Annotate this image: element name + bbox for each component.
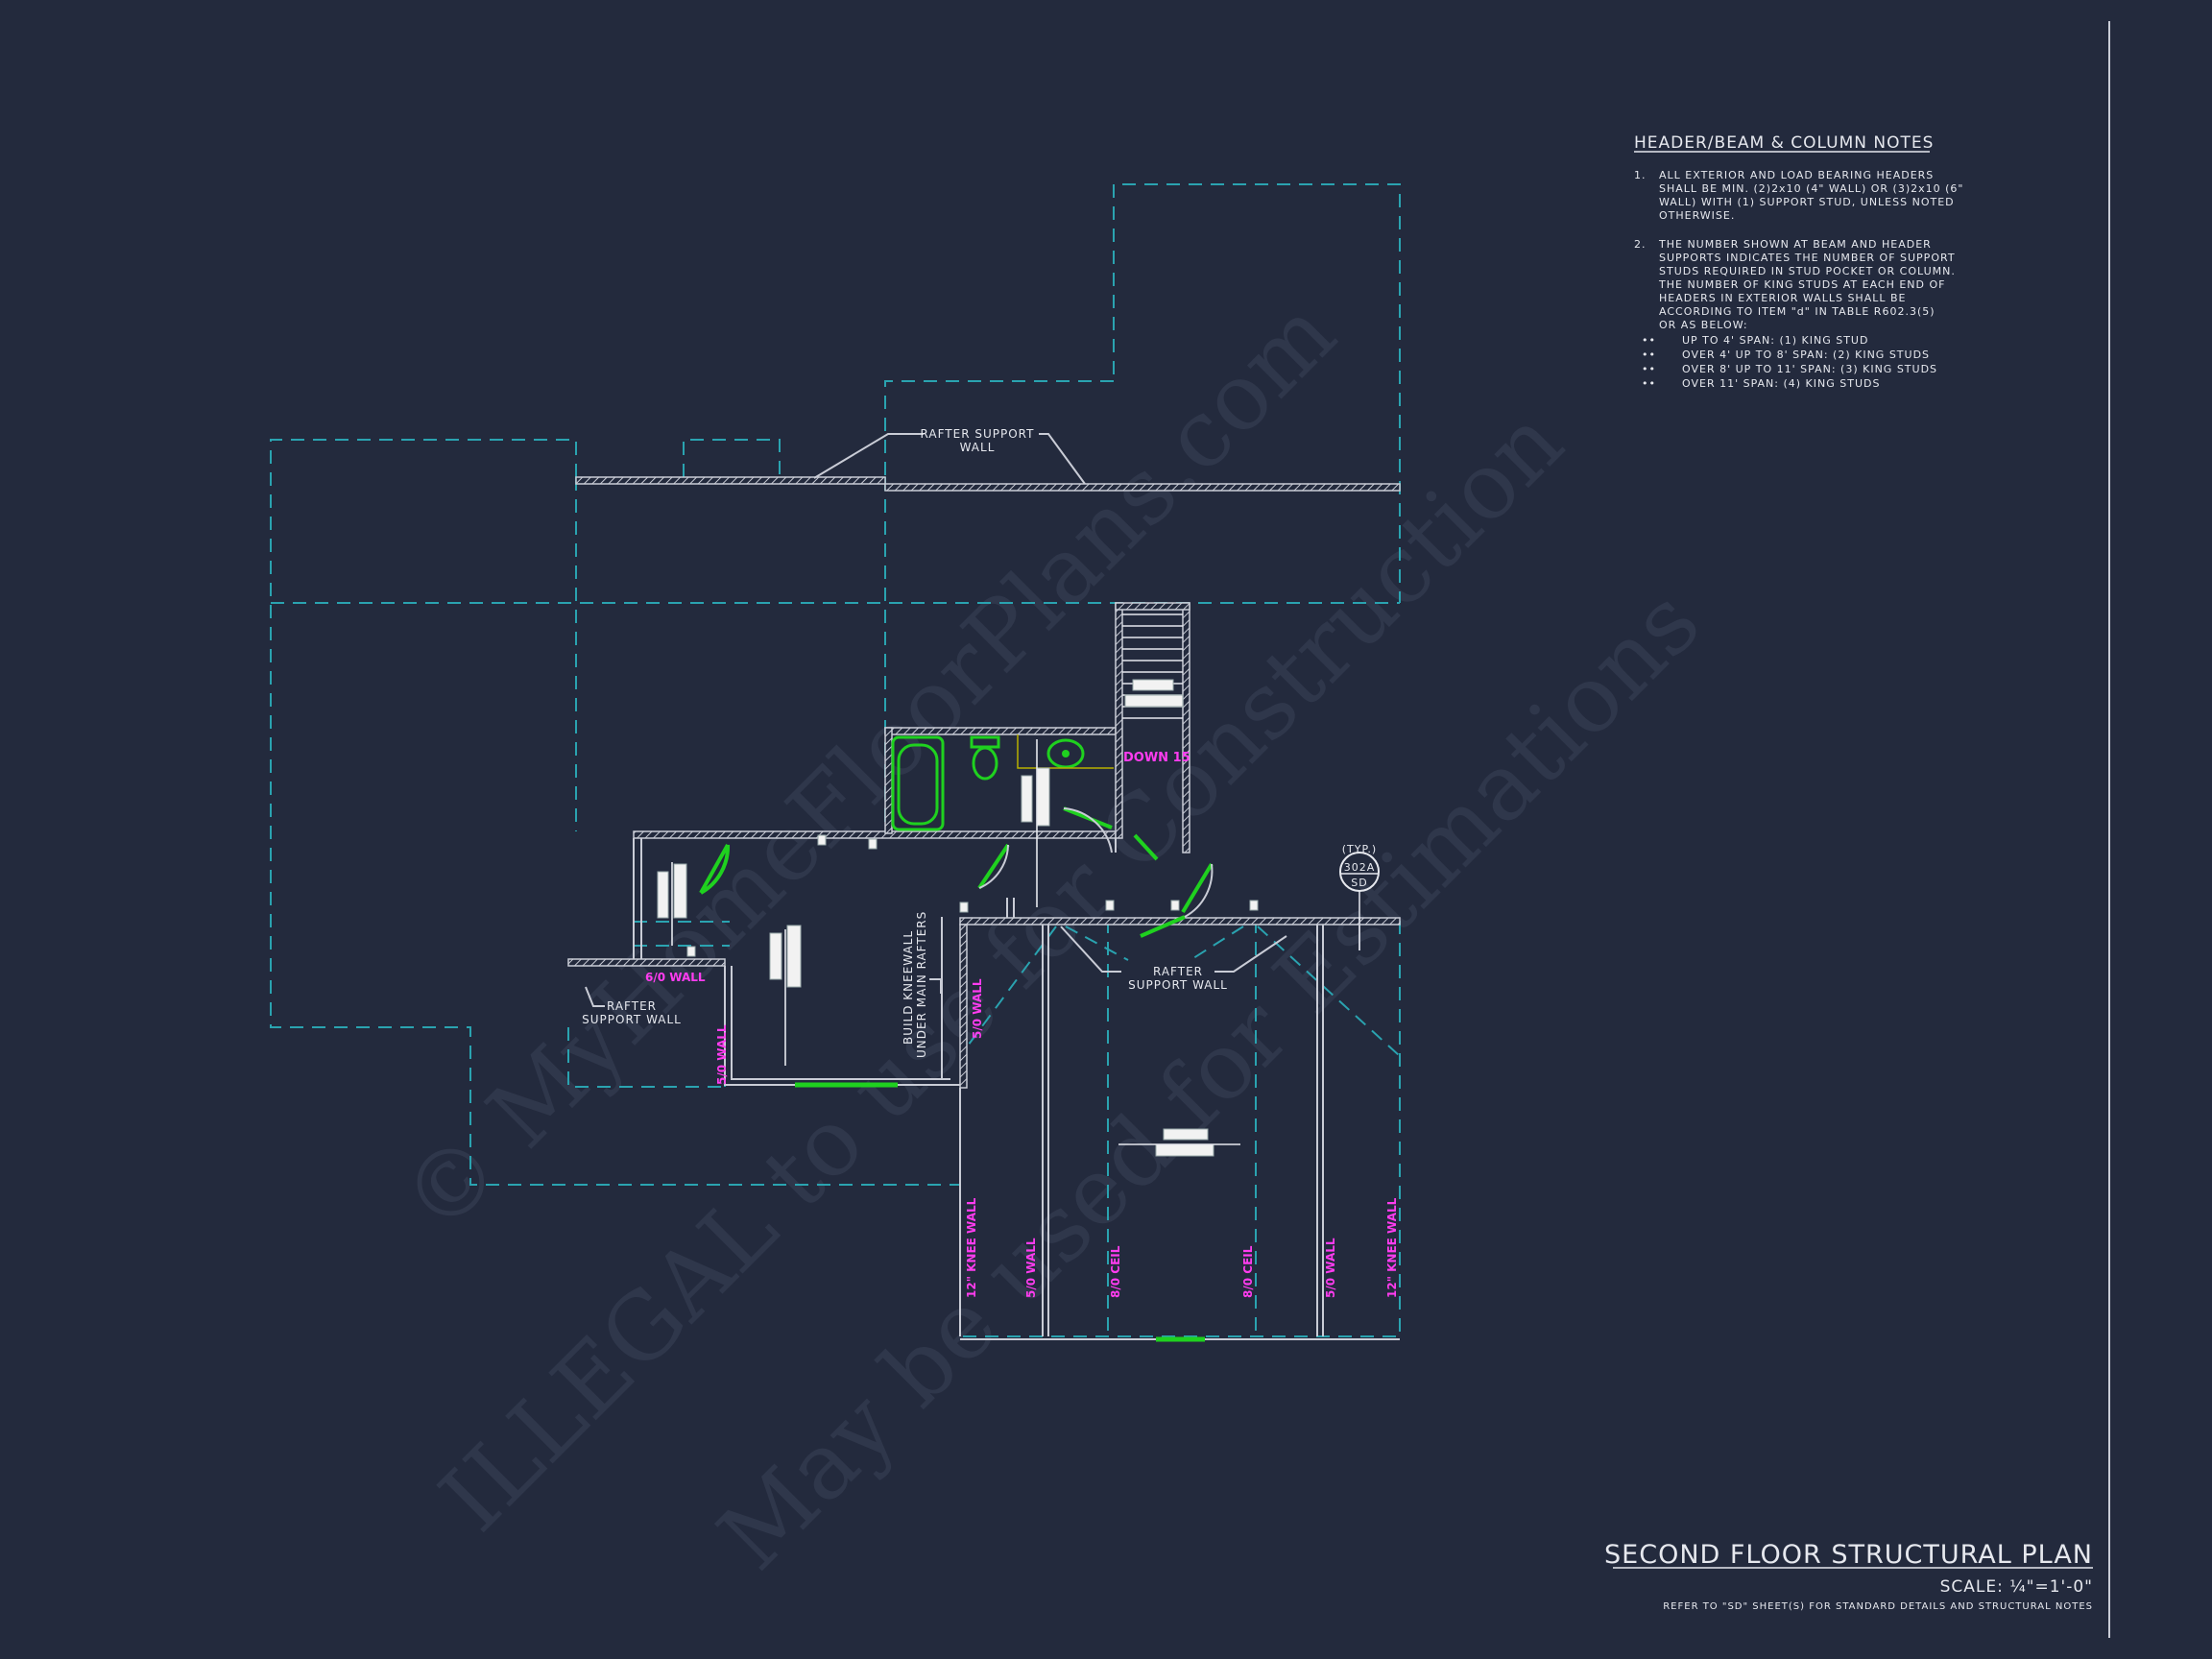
- plumbing-fixtures: [891, 734, 1114, 831]
- header-beam-column-notes: HEADER/BEAM & COLUMN NOTES 1. ALL EXTERI…: [1634, 133, 1964, 390]
- typical-label: (TYP.): [1342, 843, 1377, 855]
- section-number: 302A: [1344, 861, 1376, 874]
- bathtub-fixture: [891, 735, 945, 831]
- kneewall-note-l2: UNDER MAIN RAFTERS: [915, 911, 928, 1058]
- wall-height-label-50-b: 5/0 WALL: [971, 978, 984, 1039]
- bullet-2-text: OVER 4' UP TO 8' SPAN: (2) KING STUDS: [1682, 349, 1930, 361]
- bullet-4-mark: ••: [1642, 377, 1656, 390]
- note-2-number: 2.: [1634, 238, 1647, 251]
- ceiling-height-label-a: 8/0 CEIL: [1109, 1245, 1122, 1298]
- rafter-support-label-right-l2: SUPPORT WALL: [1128, 978, 1228, 992]
- wall-height-label-50-c: 5/0 WALL: [1024, 1238, 1038, 1298]
- bullet-1-text: UP TO 4' SPAN: (1) KING STUD: [1682, 334, 1868, 347]
- note-2-line-7: OR AS BELOW:: [1659, 319, 1748, 331]
- note-1-line-3: WALL) WITH (1) SUPPORT STUD, UNLESS NOTE…: [1659, 196, 1955, 208]
- toilet-bowl-fixture: [972, 746, 998, 781]
- knee-wall-label-left: 12" KNEE WALL: [965, 1197, 978, 1298]
- wall-height-label-50-d: 5/0 WALL: [1324, 1238, 1337, 1298]
- bullet-1-mark: ••: [1642, 334, 1656, 347]
- note-1-line-1: ALL EXTERIOR AND LOAD BEARING HEADERS: [1659, 169, 1934, 181]
- plan-title: SECOND FLOOR STRUCTURAL PLAN: [1604, 1540, 2093, 1570]
- bullet-3-text: OVER 8' UP TO 11' SPAN: (3) KING STUDS: [1682, 363, 1937, 375]
- plan-labels: RAFTER SUPPORT WALL RAFTER SUPPORT WALL …: [582, 427, 1399, 1298]
- thin-walls: [633, 838, 1400, 1340]
- ceiling-height-label-b: 8/0 CEIL: [1241, 1245, 1255, 1298]
- note-2-line-5: HEADERS IN EXTERIOR WALLS SHALL BE: [1659, 292, 1906, 304]
- bullet-4-text: OVER 11' SPAN: (4) KING STUDS: [1682, 377, 1880, 390]
- refer-note: REFER TO "SD" SHEET(S) FOR STANDARD DETA…: [1663, 1601, 2093, 1612]
- bullet-3-mark: ••: [1642, 363, 1656, 375]
- toilet-tank-fixture: [970, 735, 1000, 749]
- section-marker: [1339, 852, 1380, 920]
- wall-height-label-60: 6/0 WALL: [645, 971, 706, 984]
- note-2-line-6: ACCORDING TO ITEM "d" IN TABLE R602.3(5): [1659, 305, 1936, 318]
- note-2-line-3: STUDS REQUIRED IN STUD POCKET OR COLUMN.: [1659, 265, 1956, 277]
- rafter-support-label-top-l1: RAFTER SUPPORT: [921, 427, 1035, 441]
- notes-title: HEADER/BEAM & COLUMN NOTES: [1634, 133, 1934, 153]
- beam-headers: [657, 679, 1240, 1157]
- bullet-2-mark: ••: [1642, 349, 1656, 361]
- plan-scale: SCALE: ¼"=1'-0": [1940, 1577, 2093, 1597]
- note-2-line-4: THE NUMBER OF KING STUDS AT EACH END OF: [1658, 278, 1945, 291]
- rafter-support-label-right-l1: RAFTER: [1153, 965, 1203, 978]
- leader-lines: [585, 433, 1287, 1007]
- sink-fixture: [1046, 738, 1085, 769]
- kneewall-note-l1: BUILD KNEEWALL: [902, 930, 915, 1045]
- section-sheet: SD: [1351, 877, 1367, 889]
- note-1-line-2: SHALL BE MIN. (2)2x10 (4" WALL) OR (3)2x…: [1659, 182, 1964, 195]
- title-block: SECOND FLOOR STRUCTURAL PLAN SCALE: ¼"=1…: [1604, 1540, 2093, 1612]
- knee-wall-label-right: 12" KNEE WALL: [1385, 1197, 1399, 1298]
- wall-height-label-50-a: 5/0 WALL: [715, 1024, 729, 1085]
- rafter-support-label-left-l2: SUPPORT WALL: [582, 1013, 682, 1026]
- support-posts: [686, 834, 1259, 957]
- walls: [567, 476, 1401, 1089]
- note-2-line-2: SUPPORTS INDICATES THE NUMBER OF SUPPORT: [1659, 252, 1956, 264]
- note-1-line-4: OTHERWISE.: [1659, 209, 1735, 222]
- rafter-support-label-left-l1: RAFTER: [607, 999, 657, 1013]
- note-2-line-1: THE NUMBER SHOWN AT BEAM AND HEADER: [1658, 238, 1932, 251]
- note-1-number: 1.: [1634, 169, 1647, 181]
- rafter-support-label-top-l2: WALL: [960, 441, 996, 454]
- stair-down-label: DOWN 15: [1123, 751, 1190, 765]
- door-swings: [699, 806, 1214, 1342]
